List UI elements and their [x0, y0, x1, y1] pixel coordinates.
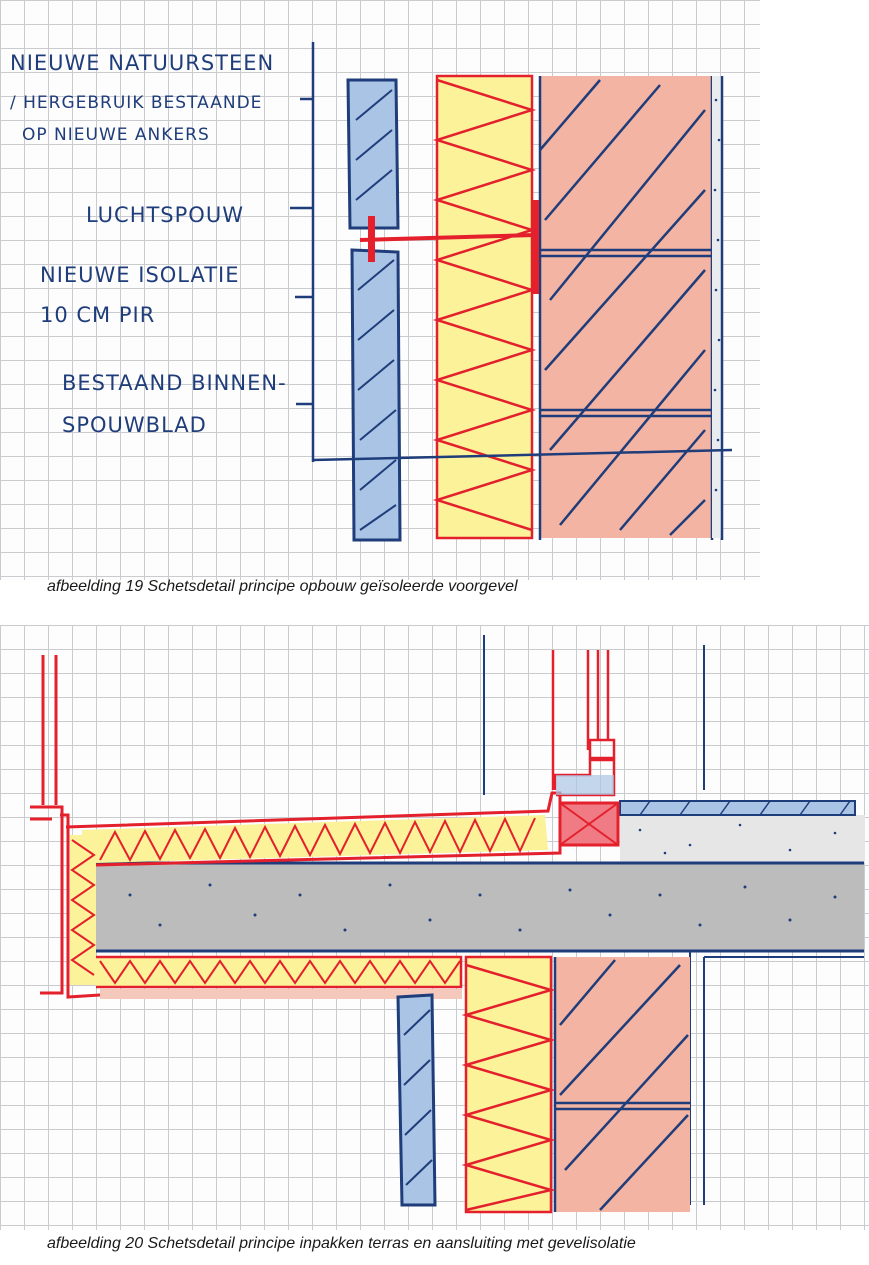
soffit-insulation-zigzag	[99, 959, 461, 985]
window-frame	[551, 650, 616, 797]
lower-brick-hatch	[553, 957, 690, 1212]
label-binnenblad-2: SPOUWBLAD	[62, 413, 207, 437]
label-isolatie-1: NIEUWE ISOLATIE	[40, 263, 240, 287]
terrace-insulation-zigzag	[99, 816, 536, 863]
caption-figure-19: afbeelding 19 Schetsdetail principe opbo…	[47, 578, 518, 595]
wall-anchor	[359, 200, 539, 294]
brick-hatch	[538, 76, 714, 540]
label-natuursteen-3: OP NIEUWE ANKERS	[22, 125, 210, 145]
lower-stone-panel	[396, 993, 437, 1207]
screed-dots	[638, 823, 837, 855]
caption-figure-20: afbeelding 20 Schetsdetail principe inpa…	[47, 1235, 636, 1252]
plaster-layer	[712, 76, 722, 538]
plaster-dots	[713, 98, 721, 492]
concrete-slab	[96, 863, 864, 951]
figure-19: NIEUWE NATUURSTEEN / HERGEBRUIK BESTAAND…	[0, 0, 760, 580]
slab-edge-insulation	[70, 835, 96, 985]
inner-leaf-brick	[540, 76, 712, 538]
floor-finish-hatch	[639, 800, 851, 816]
leader-lines	[290, 42, 733, 462]
facade-section-sketch: NIEUWE NATUURSTEEN / HERGEBRUIK BESTAAND…	[10, 42, 733, 542]
natural-stone-panels	[346, 78, 402, 542]
lower-brick-wall	[555, 957, 690, 1212]
terrace-section-sketch	[30, 635, 865, 1214]
pir-insulation	[437, 76, 532, 538]
figure-20	[0, 625, 869, 1230]
label-natuursteen-2: / HERGEBRUIK BESTAANDE	[10, 93, 262, 113]
label-binnenblad-1: BESTAAND BINNEN-	[62, 371, 287, 395]
label-isolatie-2: 10 CM PIR	[40, 303, 155, 327]
lower-insulation	[466, 957, 551, 1212]
label-luchtspouw: LUCHTSPOUW	[86, 203, 244, 227]
concrete-aggregate	[128, 883, 837, 932]
edge-profile	[30, 655, 64, 995]
floor-screed	[620, 815, 865, 863]
label-natuursteen-1: NIEUWE NATUURSTEEN	[10, 51, 274, 75]
floor-finish	[619, 800, 856, 816]
